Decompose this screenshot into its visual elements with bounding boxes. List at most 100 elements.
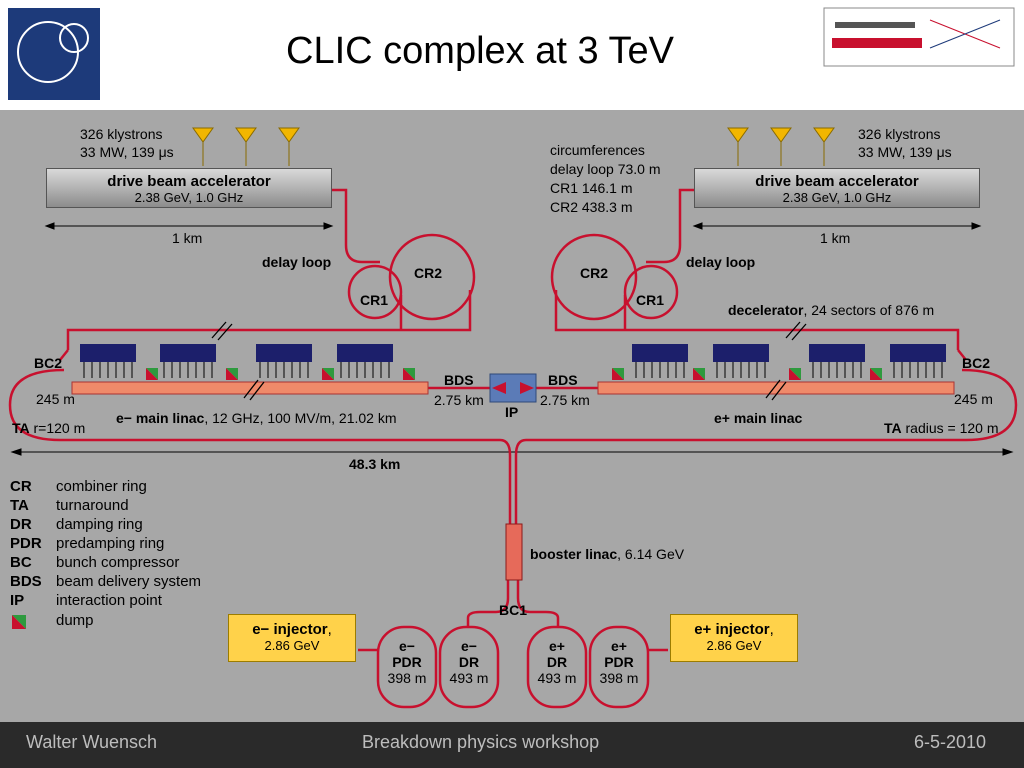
right-drive-beam-accelerator: drive beam accelerator 2.38 GeV, 1.0 GHz	[694, 168, 980, 208]
cern-logo	[8, 8, 100, 100]
circumference-cr2: CR2 438.3 m	[550, 199, 633, 215]
circumferences-block: circumferences delay loop 73.0 m CR1 146…	[550, 141, 661, 217]
legend-abbr: BDS	[10, 573, 42, 590]
legend-text: dump	[56, 612, 94, 629]
dump-icon	[146, 368, 158, 380]
right-ta: TA	[884, 420, 902, 436]
footer-bar	[0, 722, 1024, 768]
dump-icon	[870, 368, 882, 380]
e-plus-injector: e+ injector, 2.86 GeV	[670, 614, 798, 662]
legend-abbr: PDR	[10, 535, 42, 552]
injector-energy: 2.86 GeV	[264, 638, 320, 653]
booster-linac	[505, 523, 523, 581]
bc1-label: BC1	[499, 602, 528, 618]
e-minus-main-linac	[71, 381, 429, 395]
legend-abbr: DR	[10, 516, 32, 533]
left-klystron-spec: 33 MW, 139 μs	[80, 144, 174, 160]
break-marks	[211, 321, 807, 401]
ring-e-minus-pdr: e− PDR 398 m	[377, 638, 437, 686]
decelerator-sector	[80, 344, 136, 362]
decelerator-sector	[256, 344, 312, 362]
right-length: 1 km	[820, 230, 851, 246]
ring-e-plus-pdr: e+ PDR 398 m	[589, 638, 649, 686]
right-bds: BDS	[548, 372, 578, 388]
accelerator-name: drive beam accelerator	[755, 173, 919, 190]
legend-text: bunch compressor	[56, 554, 180, 571]
decelerator-sector	[160, 344, 216, 362]
right-bc2: BC2	[962, 355, 991, 371]
left-ta: TA	[12, 420, 30, 436]
left-bds: BDS	[444, 372, 474, 388]
circumference-delay-loop: delay loop 73.0 m	[550, 161, 661, 177]
clic-logo	[823, 7, 1015, 67]
klystron-icon	[192, 127, 214, 143]
accelerator-spec: 2.38 GeV, 1.0 GHz	[134, 190, 244, 205]
ring-length: 398 m	[387, 670, 427, 686]
decelerator-sector	[632, 344, 688, 362]
injector-name: e− injector	[252, 621, 328, 638]
dump-icon	[612, 368, 624, 380]
e-plus-linac-name: e+ main linac	[714, 410, 803, 426]
circumferences-title: circumferences	[550, 142, 645, 158]
e-minus-linac-spec: , 12 GHz, 100 MV/m, 21.02 km	[204, 410, 397, 426]
right-klystron-spec: 33 MW, 139 μs	[858, 144, 952, 160]
legend-abbr: IP	[10, 592, 25, 609]
left-delay-loop: delay loop	[262, 254, 332, 270]
decelerator-sector	[890, 344, 946, 362]
ring-e-minus-dr: e− DR 493 m	[439, 638, 499, 686]
legend-item: dump	[10, 612, 94, 629]
legend-text: interaction point	[56, 592, 162, 609]
footer-event: Breakdown physics workshop	[362, 732, 600, 752]
right-245m: 245 m	[954, 391, 993, 407]
ip-label: IP	[505, 404, 519, 420]
booster-name: booster linac	[530, 546, 618, 562]
right-ta-spec: radius = 120 m	[905, 420, 999, 436]
right-bds-length: 2.75 km	[540, 392, 590, 408]
right-cr2: CR2	[580, 265, 609, 281]
page-title: CLIC complex at 3 TeV	[286, 30, 674, 72]
left-ta-spec: r=120 m	[33, 420, 86, 436]
circumference-cr1: CR1 146.1 m	[550, 180, 633, 196]
legend-abbr: CR	[10, 478, 32, 495]
left-cr2: CR2	[414, 265, 443, 281]
e-minus-linac-name: e− main linac	[116, 410, 205, 426]
klystron-icon	[770, 127, 792, 143]
decelerator-spec: , 24 sectors of 876 m	[803, 302, 935, 318]
dump-icon	[322, 368, 334, 380]
ring-length: 493 m	[537, 670, 577, 686]
right-delay-loop: delay loop	[686, 254, 756, 270]
decelerator-sector	[809, 344, 865, 362]
footer-author: Walter Wuensch	[26, 732, 158, 752]
footer-date: 6-5-2010	[914, 732, 987, 752]
dump-icon	[403, 368, 415, 380]
dump-icon	[12, 615, 26, 629]
dump-icon	[789, 368, 801, 380]
legend-text: damping ring	[56, 516, 143, 533]
injector-comma: ,	[327, 621, 332, 638]
legend-item: IP interaction point	[10, 592, 162, 609]
klystron-icon	[813, 127, 835, 143]
legend-abbr: BC	[10, 554, 32, 571]
dimension-arrows	[10, 222, 1014, 456]
left-245m: 245 m	[36, 391, 75, 407]
ring-particle: e−	[461, 638, 477, 654]
injector-comma: ,	[769, 621, 774, 638]
ring-length: 493 m	[449, 670, 489, 686]
ring-type: DR	[546, 654, 568, 670]
ring-particle: e+	[549, 638, 565, 654]
decelerator-sectors	[80, 344, 946, 380]
legend-text: combiner ring	[56, 478, 147, 495]
right-cr1: CR1	[636, 292, 665, 308]
ring-type: PDR	[392, 654, 422, 670]
e-minus-injector: e− injector, 2.86 GeV	[228, 614, 356, 662]
e-plus-main-linac	[597, 381, 955, 395]
legend-item: CR combiner ring	[10, 478, 147, 495]
ring-type: DR	[458, 654, 480, 670]
legend-abbr: TA	[10, 497, 29, 514]
total-length: 48.3 km	[349, 456, 401, 472]
injector-energy: 2.86 GeV	[706, 638, 762, 653]
ring-particle: e−	[399, 638, 415, 654]
left-cr1: CR1	[360, 292, 389, 308]
left-length: 1 km	[172, 230, 203, 246]
